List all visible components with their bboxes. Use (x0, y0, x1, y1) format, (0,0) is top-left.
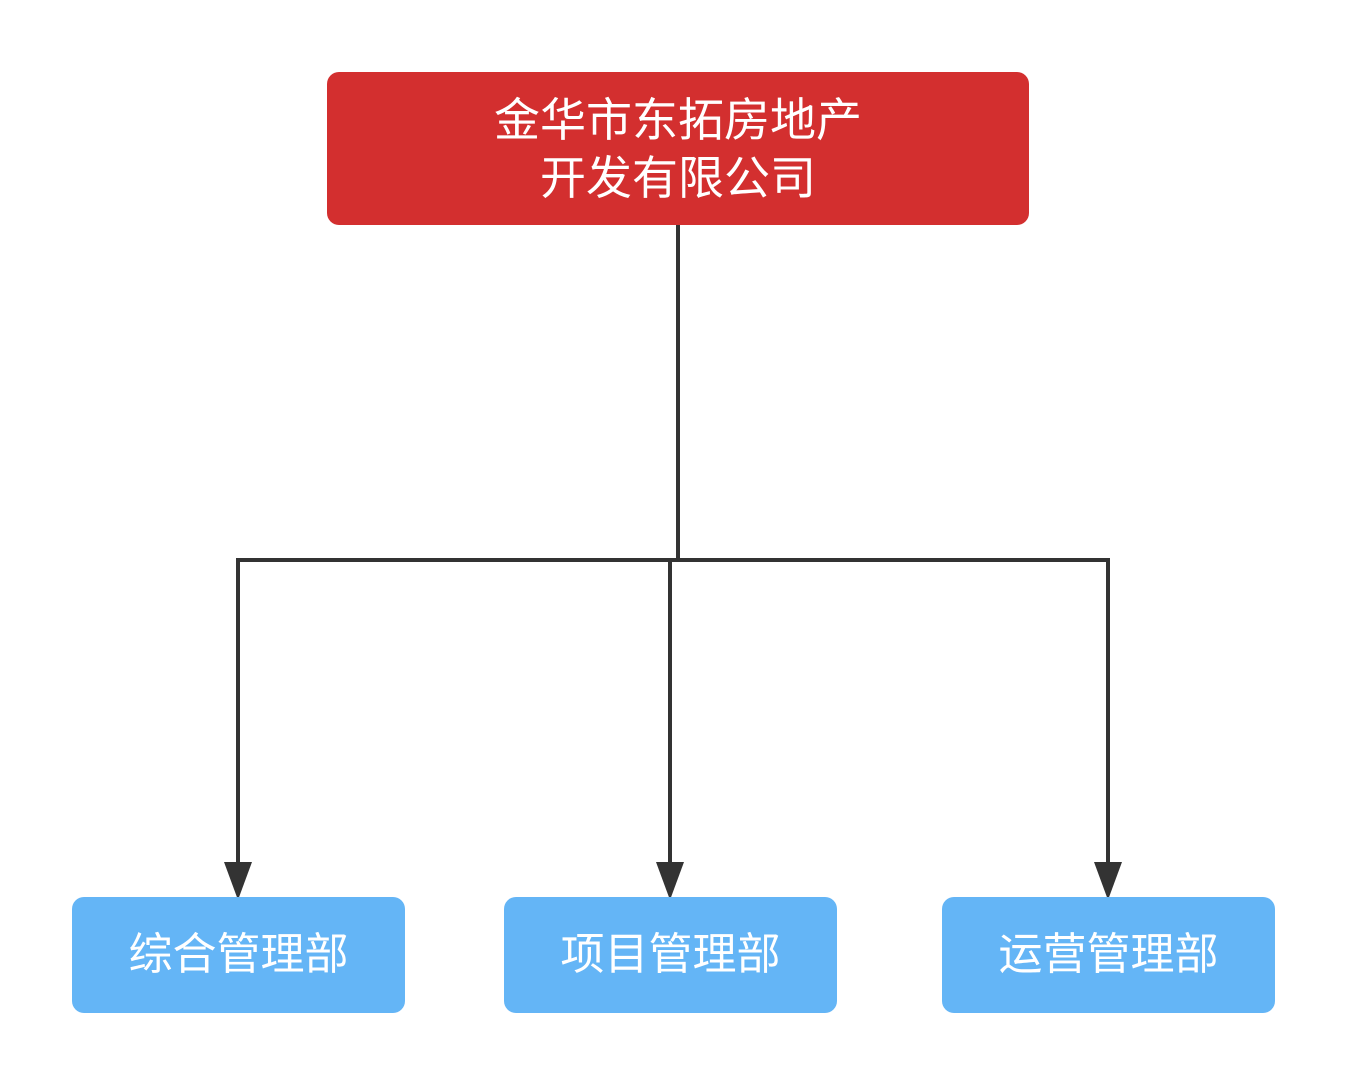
company-node[interactable]: 金华市东拓房地产 开发有限公司 (327, 72, 1029, 225)
department-label: 运营管理部 (998, 929, 1219, 980)
department-node-project-management[interactable]: 项目管理部 (504, 897, 837, 1013)
arrowhead-right (1094, 862, 1122, 900)
company-name-line-2: 开发有限公司 (540, 150, 816, 205)
department-node-operations-management[interactable]: 运营管理部 (942, 897, 1275, 1013)
arrowhead-left (224, 862, 252, 900)
arrowhead-center (656, 862, 684, 900)
company-name-line-1: 金华市东拓房地产 (494, 92, 862, 147)
branch-connector-center (668, 558, 678, 870)
department-label: 项目管理部 (560, 929, 781, 980)
branch-connector-left (236, 558, 678, 870)
department-node-general-management[interactable]: 综合管理部 (72, 897, 405, 1013)
branch-connector-right (678, 558, 1110, 870)
department-label: 综合管理部 (128, 929, 349, 980)
